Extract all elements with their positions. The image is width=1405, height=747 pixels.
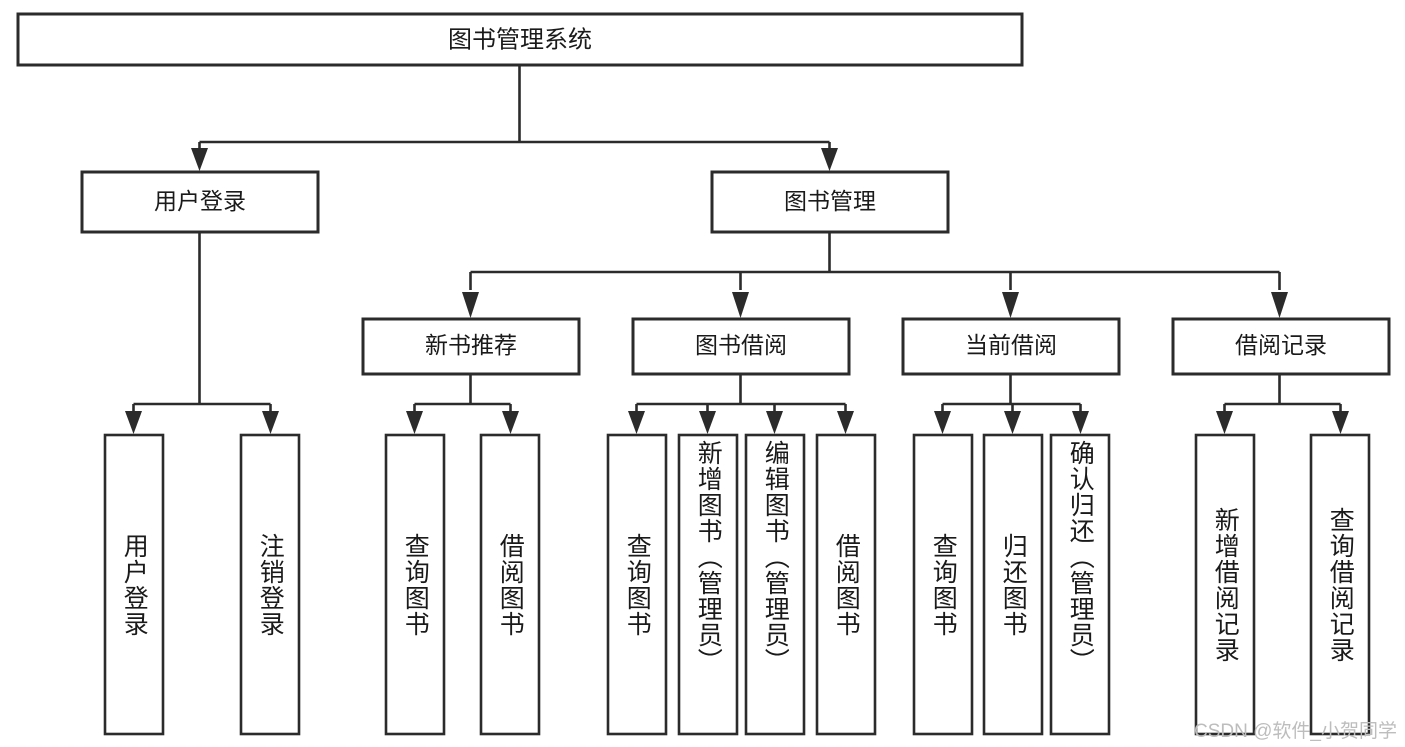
leaf-box-borrow-book-2[interactable] (815, 433, 877, 736)
connector-root-to-level2 (191, 65, 838, 171)
connector-userlogin-to-leaves (125, 232, 279, 434)
csdn-watermark: CSDN @软件_小贺同学 (1194, 721, 1397, 742)
connector-newbook-to-leaves (406, 374, 519, 434)
node-root-label: 图书管理系统 (448, 26, 592, 53)
leaf-boxes (103, 433, 1371, 736)
node-user-login[interactable]: 用户登录 (80, 170, 320, 234)
node-current-borrow[interactable]: 当前借阅 (901, 317, 1121, 376)
leaf-box-confirm-return[interactable] (1049, 433, 1111, 736)
node-new-book-recommend[interactable]: 新书推荐 (361, 317, 581, 376)
leaf-box-query-book-3[interactable] (912, 433, 974, 736)
node-book-management-label: 图书管理 (784, 188, 876, 214)
connector-borrowrecord-to-leaves (1216, 374, 1349, 434)
node-borrow-record[interactable]: 借阅记录 (1171, 317, 1391, 376)
leaf-box-add-book[interactable] (677, 433, 739, 736)
node-book-management[interactable]: 图书管理 (710, 170, 950, 234)
leaf-box-edit-book[interactable] (744, 433, 806, 736)
leaf-box-query-book-2[interactable] (606, 433, 668, 736)
node-borrow-record-label: 借阅记录 (1235, 332, 1327, 358)
leaf-box-add-record[interactable] (1194, 433, 1256, 736)
connector-bookmanage-to-level3 (462, 232, 1288, 318)
node-book-borrow[interactable]: 图书借阅 (631, 317, 851, 376)
node-book-borrow-label: 图书借阅 (695, 332, 787, 358)
leaf-box-borrow-book-1[interactable] (479, 433, 541, 736)
node-user-login-label: 用户登录 (154, 188, 246, 214)
node-root[interactable]: 图书管理系统 (16, 12, 1024, 67)
connector-currentborrow-to-leaves (934, 374, 1089, 434)
node-new-book-recommend-label: 新书推荐 (425, 332, 517, 358)
leaf-box-return-book[interactable] (982, 433, 1044, 736)
node-current-borrow-label: 当前借阅 (965, 332, 1057, 358)
connector-bookborrow-to-leaves (628, 374, 854, 434)
leaf-box-logout[interactable] (239, 433, 301, 736)
leaf-box-user-login[interactable] (103, 433, 165, 736)
leaf-box-query-book-1[interactable] (384, 433, 446, 736)
leaf-box-query-record[interactable] (1309, 433, 1371, 736)
